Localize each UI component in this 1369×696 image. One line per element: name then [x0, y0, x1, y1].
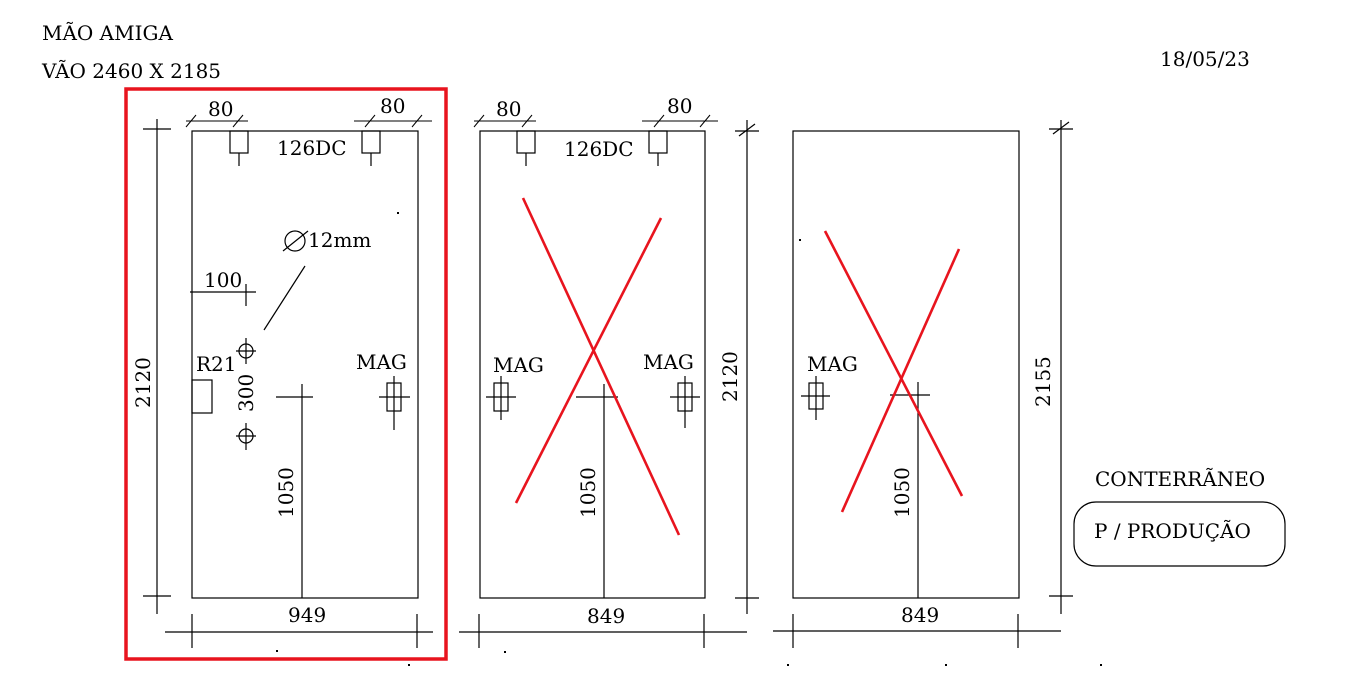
diameter-icon [282, 230, 309, 252]
door-2-height: 2120 [718, 351, 742, 402]
door-1-magnet-label: MAG [356, 350, 407, 374]
door-3-outline [792, 130, 1020, 599]
door-2-outline [479, 130, 706, 599]
door-3-magnet [801, 376, 830, 420]
drawing-date: 18/05/23 [1160, 47, 1250, 71]
selection-frame [124, 87, 448, 661]
door-3: MAG 1050 2155 849 [773, 120, 1073, 648]
door-1-top-left-offset: 80 [208, 97, 233, 121]
scan-specks [276, 212, 1102, 666]
door-3-magnet-label: MAG [807, 352, 858, 376]
door-1-height: 2120 [131, 357, 155, 408]
door-2-height-to-center: 1050 [576, 467, 600, 518]
status-box [1073, 501, 1286, 567]
door-1-handle-spacing: 300 [234, 374, 258, 412]
door-2-magnet-right [670, 376, 700, 428]
door-2-top-left-offset: 80 [496, 97, 521, 121]
door-2-hinge-code: 126DC [564, 137, 634, 161]
door-2-cancel-mark [514, 197, 681, 536]
door-1-hinge-code: 126DC [277, 136, 347, 160]
door-1-width: 949 [288, 603, 326, 627]
door-1-magnet [379, 376, 410, 430]
door-2-magnet-left-label: MAG [493, 353, 544, 377]
door-1-handle-offset: 100 [204, 268, 242, 292]
door-1-top-right-offset: 80 [380, 94, 405, 118]
door-1-hole-leader [263, 265, 306, 331]
door-1-top-dimensions [185, 114, 432, 128]
door-1: 80 80 126DC 12mm 100 [131, 94, 433, 648]
door-1-lock [191, 379, 213, 414]
door-2-magnet-right-label: MAG [643, 350, 694, 374]
door-1-hinge-right [361, 130, 381, 166]
door-1-hole-bottom [236, 423, 256, 450]
opening-size: VÃO 2460 X 2185 [41, 59, 221, 83]
door-1-hole-diameter: 12mm [308, 228, 371, 252]
door-2-top-right-offset: 80 [667, 94, 692, 118]
door-3-height: 2155 [1031, 356, 1055, 407]
door-1-hinge-left [229, 130, 249, 166]
door-2-top-dimensions [473, 114, 718, 128]
door-1-lock-code: R21 [196, 352, 237, 376]
door-2-hinge-left [516, 130, 536, 166]
door-3-width: 849 [901, 603, 939, 627]
door-3-cancel-mark [823, 230, 964, 513]
door-2-magnet-left [486, 376, 516, 420]
door-1-hole-top [236, 338, 256, 364]
door-2: 80 80 126DC MAG MAG 1050 21 [459, 94, 759, 648]
company-name: CONTERRÃNEO [1095, 467, 1265, 491]
door-3-height-to-center: 1050 [890, 467, 914, 518]
status-label: P / PRODUÇÃO [1094, 519, 1251, 543]
door-1-outline [191, 130, 419, 599]
client-name: MÃO AMIGA [42, 21, 173, 45]
door-2-hinge-right [648, 130, 668, 166]
door-2-width: 849 [587, 604, 625, 628]
door-1-height-to-center: 1050 [274, 467, 298, 518]
